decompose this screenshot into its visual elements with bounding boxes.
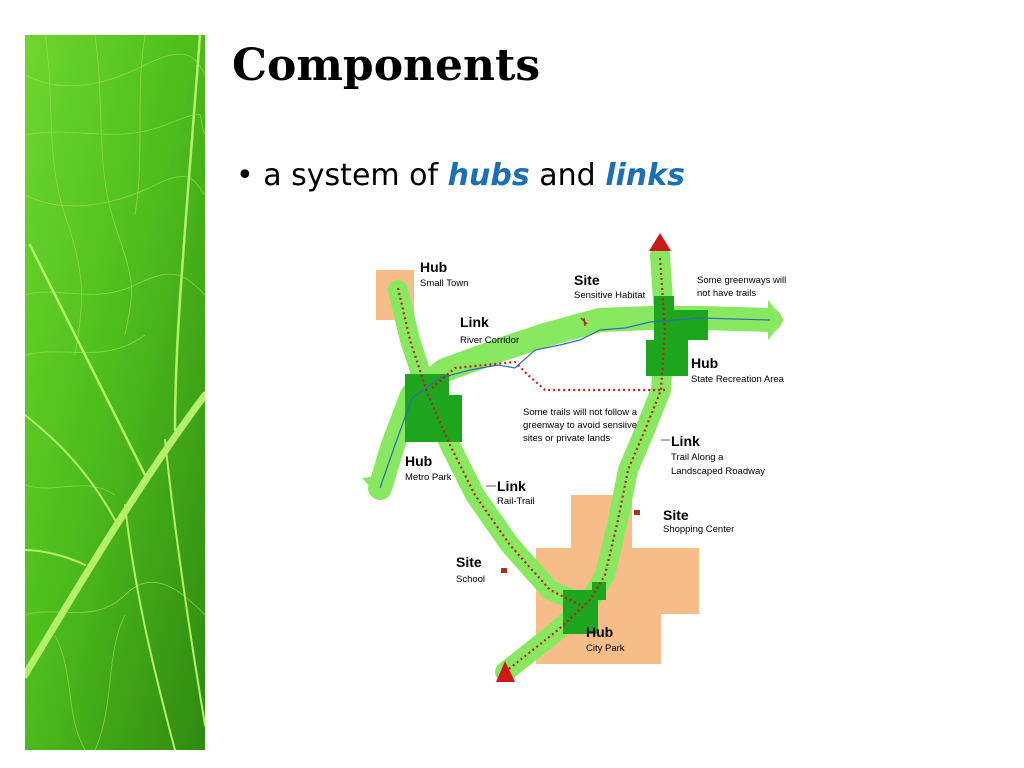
river-corridor-sub: River Corridor <box>460 335 519 346</box>
roadway-link-line2: Landscaped Roadway <box>671 466 765 477</box>
trail-arrowhead-south <box>496 661 515 682</box>
greenway-note-line1: Some greenways will <box>697 275 786 286</box>
greenway-diagram: Hub Small Town Site Sensitive Habitat So… <box>362 233 786 682</box>
shopping-site-marker <box>634 510 640 515</box>
rail-trail-greenway <box>388 280 590 613</box>
rail-trail-sub: Rail-Trail <box>497 496 535 507</box>
river <box>379 317 771 489</box>
trail-note-line3: sites or private lands <box>523 433 610 444</box>
school-site-marker <box>501 568 507 573</box>
school-sub: School <box>456 574 485 585</box>
bullet-marker: • <box>236 158 254 193</box>
shopping-center-sub: Shopping Center <box>663 524 734 535</box>
metro-park-arrowhead <box>362 474 396 500</box>
city-park-sub: City Park <box>586 643 625 654</box>
shopping-center-title: Site <box>663 507 689 523</box>
bullet-point: • a system of hubs and links <box>236 158 685 194</box>
rail-trail-title: Link <box>497 478 526 494</box>
greenway-note-line2: not have trails <box>697 288 756 299</box>
sensitive-habitat-sub: Sensitive Habitat <box>574 290 646 301</box>
school-title: Site <box>456 554 482 570</box>
city-park-title: Hub <box>586 624 613 640</box>
bullet-text-prefix: a system of <box>263 158 439 193</box>
state-recreation-sub: State Recreation Area <box>691 374 785 385</box>
trail-note-line1: Some trails will not follow a <box>523 407 638 418</box>
leaf-image <box>25 35 205 750</box>
sensitive-habitat-title: Site <box>574 272 600 288</box>
bullet-text-middle: and <box>539 158 596 193</box>
keyword-links: links <box>605 158 685 193</box>
river-corridor-title: Link <box>460 314 489 330</box>
trail-note-line2: greenway to avoid sensiive <box>523 420 637 431</box>
roadway-link-title: Link <box>671 433 700 449</box>
trail-arrowhead-north <box>649 233 671 251</box>
small-town-title: Hub <box>420 259 447 275</box>
slide-title: Components <box>232 40 541 91</box>
bypass-trail-path <box>431 360 665 392</box>
small-town-sub: Small Town <box>420 278 468 289</box>
keyword-hubs: hubs <box>447 158 530 193</box>
city-park-hub <box>563 582 606 634</box>
metro-park-title: Hub <box>405 453 432 469</box>
state-recreation-title: Hub <box>691 355 718 371</box>
habitat-site-marker <box>580 317 588 327</box>
roadway-link-line1: Trail Along a <box>671 452 724 463</box>
river-corridor-arrowhead <box>768 300 784 340</box>
metro-park-sub: Metro Park <box>405 472 452 483</box>
state-recreation-hub <box>646 296 708 376</box>
